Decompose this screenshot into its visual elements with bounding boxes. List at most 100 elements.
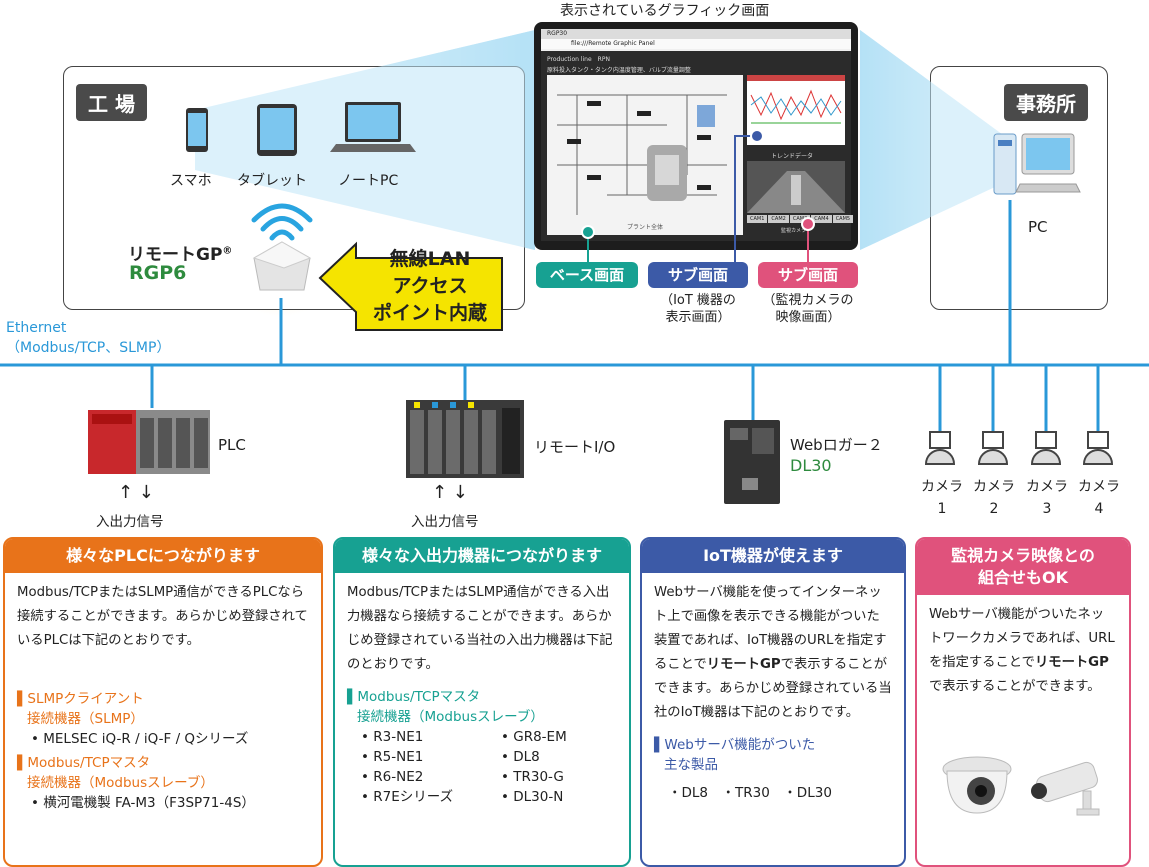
iot-sub: ▌Webサーバ機能がついた 主な製品 bbox=[654, 735, 892, 775]
io-items-left: • R3-NE1 • R5-NE1 • R6-NE2 • R7Eシリーズ bbox=[347, 727, 487, 807]
sub-screen-iot-desc: （IoT 機器の 表示画面） bbox=[648, 292, 748, 326]
camera-desc-line1: （監視カメラの bbox=[762, 293, 854, 308]
camera-desc-line2: 映像画面） bbox=[775, 310, 841, 325]
screen-caption: 表示されているグラフィック画面 bbox=[560, 3, 770, 19]
wifi-callout-text: 無線LAN アクセス ポイント内蔵 bbox=[360, 246, 500, 327]
iot-desc-line1: （IoT 機器の bbox=[660, 293, 736, 308]
weblogger-model: DL30 bbox=[790, 456, 832, 475]
notebook-icon bbox=[330, 102, 416, 152]
browser-window: RGP30 file:///Remote Graphic Panel Produ… bbox=[541, 29, 854, 241]
camera-panel-body: Webサーバ機能がついたネットワークカメラであれば、URLを指定することでリモー… bbox=[917, 595, 1129, 707]
io-sub-text1: Modbus/TCPマスタ bbox=[357, 689, 481, 705]
plc-sub-slmp-line2: 接続機器（SLMP） bbox=[27, 711, 144, 727]
iot-text-post: で表示することができます。あらかじめ登録されている当社のIoT機器は下記のとおり… bbox=[654, 657, 892, 720]
ethernet-label-line2: （Modbus/TCP、SLMP） bbox=[6, 340, 171, 356]
io-item-columns: • R3-NE1 • R5-NE1 • R6-NE2 • R7Eシリーズ • G… bbox=[347, 727, 617, 807]
io-panel-title: 様々な入出力機器につながります bbox=[335, 539, 629, 573]
mobile-devices bbox=[186, 102, 416, 156]
cam-button-1[interactable]: CAM1 bbox=[747, 215, 768, 223]
factory-label: 工 場 bbox=[76, 84, 147, 121]
io-item: • GR8-EM bbox=[501, 729, 567, 745]
iot-panel-body: Webサーバ機能を使ってインターネット上で画像を表示できる機能がついた装置であれ… bbox=[642, 573, 904, 811]
iot-desc-line2: 表示画面） bbox=[665, 310, 731, 325]
iot-panel-text: Webサーバ機能を使ってインターネット上で画像を表示できる機能がついた装置であれ… bbox=[654, 581, 892, 725]
camera-number-3: 3 bbox=[1042, 501, 1052, 517]
weblogger-label: Webロガー２ bbox=[790, 436, 883, 454]
cam-button-4[interactable]: CAM4 bbox=[811, 215, 832, 223]
io-sub-line1: ▌Modbus/TCPマスタ bbox=[347, 689, 481, 705]
camera-title-line2: 組合せもOK bbox=[977, 568, 1068, 587]
io-item: • TR30-G bbox=[501, 769, 564, 785]
device-label-tablet: タブレット bbox=[237, 173, 307, 189]
camera-icon-3 bbox=[1030, 431, 1062, 465]
iot-sub-line2: 主な製品 bbox=[664, 757, 718, 773]
plc-sub-modbus-line2: 接続機器（Modbusスレーブ） bbox=[27, 775, 214, 791]
dome-camera-icon bbox=[942, 756, 1012, 814]
cam-button-5[interactable]: CAM5 bbox=[832, 215, 854, 223]
camera-sub-screen bbox=[747, 161, 845, 213]
plant-label: プラント全体 bbox=[627, 223, 663, 231]
io-item: • R3-NE1 bbox=[361, 729, 424, 745]
io-sub-line2: 接続機器（Modbusスレーブ） bbox=[357, 709, 544, 725]
sub-screen-camera-tag: サブ画面 bbox=[758, 262, 858, 288]
io-item: • R6-NE2 bbox=[361, 769, 424, 785]
camera-name-1: カメラ bbox=[921, 479, 963, 495]
camera-icon-2 bbox=[977, 431, 1009, 465]
remote-io-label: リモートI/O bbox=[534, 438, 616, 456]
cam-button-2[interactable]: CAM2 bbox=[768, 215, 789, 223]
camera-name-3: カメラ bbox=[1026, 479, 1068, 495]
io-item: • DL30-N bbox=[501, 789, 564, 805]
camera-text-post: で表示することができます。 bbox=[929, 679, 1101, 694]
plant-diagram: プラント全体 bbox=[547, 75, 743, 235]
network-camera-images bbox=[942, 756, 1100, 816]
plc-sub-modbus-line1: ▌Modbus/TCPマスタ bbox=[17, 755, 151, 771]
office-pc-icon bbox=[993, 133, 1081, 195]
iot-panel: IoT機器が使えます Webサーバ機能を使ってインターネット上で画像を表示できる… bbox=[640, 537, 906, 867]
remote-gp-model: RGP6 bbox=[129, 262, 187, 284]
trend-title: トレンドデータ bbox=[771, 153, 814, 160]
smartphone-icon bbox=[186, 108, 208, 152]
plc-sub-slmp-line1: ▌SLMPクライアント bbox=[17, 691, 144, 707]
remote-gp-name: リモートGP® bbox=[128, 240, 232, 265]
io-item: • R5-NE1 bbox=[361, 749, 424, 765]
camera-button-row: CAM1 CAM2 CAM3 CAM4 CAM5 bbox=[747, 215, 854, 223]
sub-screen-camera-desc: （監視カメラの 映像画面） bbox=[752, 292, 864, 326]
camera-icon-1 bbox=[924, 431, 956, 465]
base-screen-tag: ベース画面 bbox=[536, 262, 638, 288]
camera-icons bbox=[924, 431, 1114, 465]
iot-text-bold: リモートGP bbox=[706, 657, 781, 672]
sub-screen-iot-tag: サブ画面 bbox=[648, 262, 748, 288]
io-signal-arrows: ↑ ↓ bbox=[432, 482, 468, 503]
plc-sub-modbus-text1: Modbus/TCPマスタ bbox=[27, 755, 151, 771]
production-line: Production line RPN bbox=[547, 56, 610, 63]
plc-panel-text: Modbus/TCPまたはSLMP通信ができるPLCなら接続することができます。… bbox=[17, 585, 308, 648]
wifi-callout-line2: アクセス bbox=[392, 275, 468, 297]
graphic-panel: Production line RPN 原料投入タンク・タンク内温度管理、バルブ… bbox=[541, 51, 854, 241]
io-panel: 様々な入出力機器につながります Modbus/TCPまたはSLMP通信ができる入… bbox=[333, 537, 631, 867]
plc-sub-modbus: ▌Modbus/TCPマスタ 接続機器（Modbusスレーブ） bbox=[17, 753, 309, 793]
camera-text-pre: Webサーバ機能がついたネットワークカメラであれば、URLを指定することで bbox=[929, 607, 1115, 670]
camera-title-line1: 監視カメラ映像との bbox=[951, 546, 1095, 565]
camera-panel-title: 監視カメラ映像との 組合せもOK bbox=[917, 539, 1129, 595]
ethernet-label-line1: Ethernet bbox=[6, 320, 67, 336]
camera-number-4: 4 bbox=[1094, 501, 1104, 517]
device-label-phone: スマホ bbox=[170, 173, 212, 189]
camera-text-bold: リモートGP bbox=[1034, 655, 1109, 670]
plc-slmp-item: • MELSEC iQ-R / iQ-F / Qシリーズ bbox=[31, 731, 249, 747]
remote-io-icon bbox=[406, 400, 524, 478]
browser-tab: RGP30 bbox=[541, 29, 851, 39]
plc-panel-body: Modbus/TCPまたはSLMP通信ができるPLCなら接続することができます。… bbox=[5, 573, 321, 821]
io-io-signal: 入出力信号 bbox=[411, 514, 479, 530]
camera-panel: 監視カメラ映像との 組合せもOK Webサーバ機能がついたネットワークカメラであ… bbox=[915, 537, 1131, 867]
iot-sub-text1: Webサーバ機能がついた bbox=[664, 737, 816, 753]
plc-panel-title: 様々なPLCにつながります bbox=[5, 539, 321, 573]
plc-modbus-item: • 横河電機製 FA-M3（F3SP71-4S） bbox=[31, 795, 255, 811]
cam-button-3[interactable]: CAM3 bbox=[789, 215, 811, 223]
plc-label: PLC bbox=[218, 436, 246, 454]
office-pc-label: PC bbox=[1028, 218, 1048, 236]
plc-sub-slmp: ▌SLMPクライアント 接続機器（SLMP） bbox=[17, 689, 309, 729]
io-item: • DL8 bbox=[501, 749, 540, 765]
